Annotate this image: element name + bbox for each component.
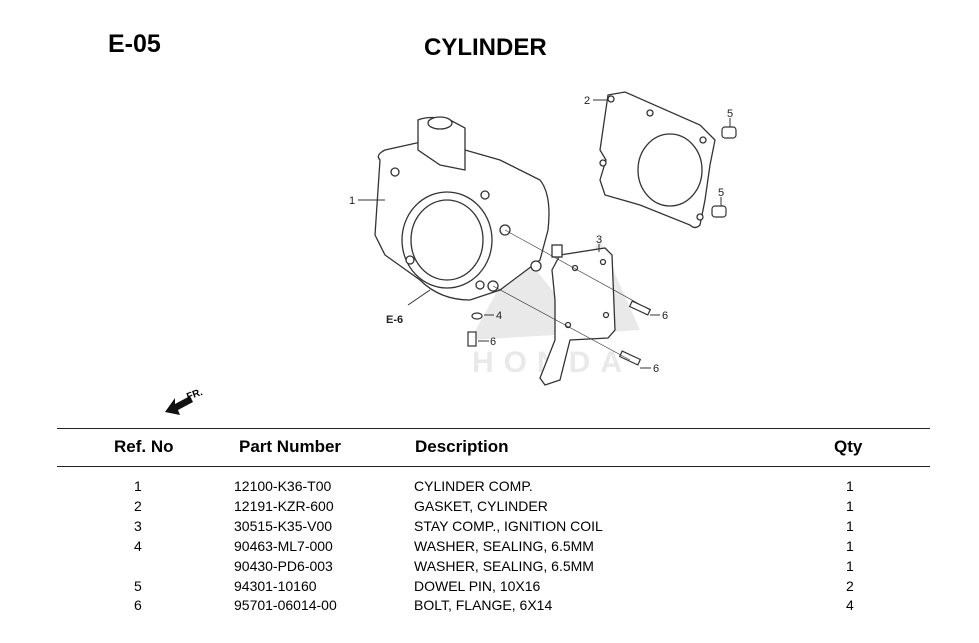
table-row: 5 94301-10160 DOWEL PIN, 10X16 2 bbox=[0, 578, 979, 598]
quantity: 1 bbox=[846, 498, 854, 514]
callout-4: 4 bbox=[496, 310, 502, 322]
callout-5a: 5 bbox=[727, 108, 733, 120]
part-number: 12100-K36-T00 bbox=[234, 478, 332, 494]
callout-1: 1 bbox=[349, 195, 355, 207]
cylinder-comp-drawing bbox=[374, 116, 550, 301]
part-number: 95701-06014-00 bbox=[234, 597, 337, 613]
description: STAY COMP., IGNITION COIL bbox=[414, 518, 603, 534]
description: DOWEL PIN, 10X16 bbox=[414, 578, 541, 594]
description: GASKET, CYLINDER bbox=[414, 498, 548, 514]
ref-no: 1 bbox=[134, 478, 142, 494]
table-row: 6 95701-06014-00 BOLT, FLANGE, 6X14 4 bbox=[0, 597, 979, 617]
callout-6b: 6 bbox=[653, 363, 659, 375]
quantity: 2 bbox=[846, 578, 854, 594]
header-part-number: Part Number bbox=[239, 437, 342, 456]
section-code: E-05 bbox=[108, 30, 161, 58]
table-row: 4 90463-ML7-000 WASHER, SEALING, 6.5MM 1 bbox=[0, 538, 979, 558]
quantity: 4 bbox=[846, 597, 854, 613]
ref-no: 4 bbox=[134, 538, 142, 554]
quantity: 1 bbox=[846, 558, 854, 574]
part-number: 94301-10160 bbox=[234, 578, 317, 594]
table-header-rule bbox=[57, 466, 930, 467]
header-qty: Qty bbox=[834, 437, 863, 456]
reference-e6: E-6 bbox=[386, 314, 403, 326]
quantity: 1 bbox=[846, 518, 854, 534]
callout-6c: 6 bbox=[490, 336, 496, 348]
table-row: 1 12100-K36-T00 CYLINDER COMP. 1 bbox=[0, 478, 979, 498]
part-number: 90430-PD6-003 bbox=[234, 558, 333, 574]
ref-no: 2 bbox=[134, 498, 142, 514]
quantity: 1 bbox=[846, 538, 854, 554]
ref-no: 6 bbox=[134, 597, 142, 613]
description: BOLT, FLANGE, 6X14 bbox=[414, 597, 553, 613]
table-top-rule bbox=[57, 428, 930, 429]
description: CYLINDER COMP. bbox=[414, 478, 533, 494]
bolt-drawing bbox=[467, 300, 652, 366]
quantity: 1 bbox=[846, 478, 854, 494]
header-description: Description bbox=[415, 437, 509, 456]
callout-6a: 6 bbox=[662, 310, 668, 322]
front-direction-icon: FR. bbox=[165, 387, 204, 415]
callout-3: 3 bbox=[596, 234, 602, 246]
table-row: 2 12191-KZR-600 GASKET, CYLINDER 1 bbox=[0, 498, 979, 518]
ref-no: 5 bbox=[134, 578, 142, 594]
ref-no: 3 bbox=[134, 518, 142, 534]
parts-diagram: HONDA bbox=[165, 91, 737, 415]
callout-2: 2 bbox=[584, 95, 590, 107]
gasket-drawing bbox=[599, 91, 716, 229]
part-number: 12191-KZR-600 bbox=[234, 498, 334, 514]
dowel-pin-drawing bbox=[711, 126, 737, 218]
callout-5b: 5 bbox=[718, 187, 724, 199]
table-row: 90430-PD6-003 WASHER, SEALING, 6.5MM 1 bbox=[0, 558, 979, 578]
description: WASHER, SEALING, 6.5MM bbox=[414, 558, 594, 574]
part-number: 30515-K35-V00 bbox=[234, 518, 333, 534]
page-title: CYLINDER bbox=[424, 34, 547, 61]
description: WASHER, SEALING, 6.5MM bbox=[414, 538, 594, 554]
svg-text:FR.: FR. bbox=[185, 387, 204, 403]
table-row: 3 30515-K35-V00 STAY COMP., IGNITION COI… bbox=[0, 518, 979, 538]
stay-comp-drawing bbox=[539, 244, 616, 386]
part-number: 90463-ML7-000 bbox=[234, 538, 333, 554]
header-ref-no: Ref. No bbox=[114, 437, 174, 456]
